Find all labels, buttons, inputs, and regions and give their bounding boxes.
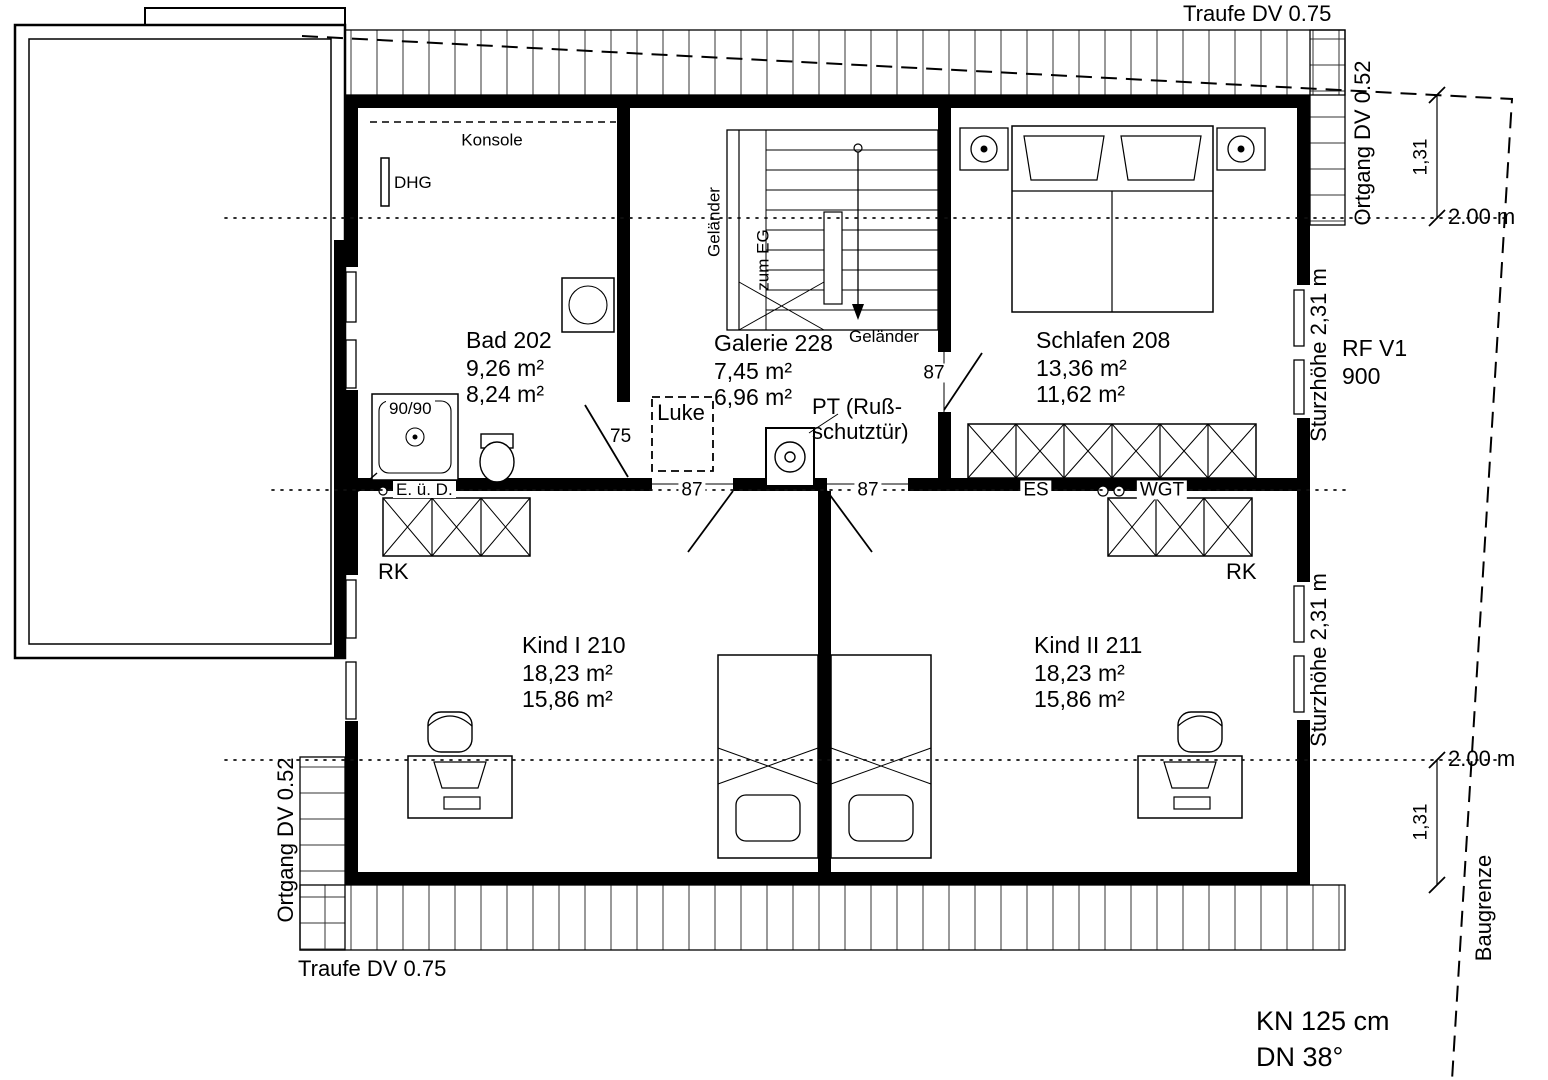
single-beds (717, 654, 932, 859)
room-area-kind1-2: 15,86 m² (522, 686, 613, 712)
room-name-bad: Bad 202 (466, 327, 552, 353)
label-rf-900: 900 (1342, 363, 1381, 389)
room-area-bad-1: 9,26 m² (466, 355, 544, 381)
label-traufe-top: Traufe DV 0.75 (1183, 1, 1332, 26)
room-name-kind1: Kind I 210 (522, 632, 626, 658)
desk-kind1 (407, 711, 513, 819)
label-dim-75: 75 (610, 426, 632, 447)
label-dim-131-top: 1,31 (1410, 138, 1432, 176)
label-dim-87-kind2: 87 (854, 480, 882, 500)
dimension-lines (1428, 86, 1446, 894)
room-area-galerie-1: 7,45 m² (714, 358, 792, 384)
label-gelaender-side: Geländer (704, 187, 724, 257)
luke-hatch (651, 396, 714, 472)
label-rk-right: RK (1226, 559, 1257, 584)
label-kn: KN 125 cm (1256, 1006, 1390, 1036)
label-pt-line2: schutztür) (812, 419, 909, 444)
label-dim-87-kind1: 87 (678, 480, 706, 500)
room-area-schlafen-1: 13,36 m² (1036, 355, 1127, 381)
label-traufe-bottom: Traufe DV 0.75 (298, 956, 447, 981)
room-name-schlafen: Schlafen 208 (1036, 327, 1171, 353)
walls (345, 95, 1310, 885)
label-dim-87-schlafen: 87 (920, 363, 948, 383)
label-dim-131-bottom: 1,31 (1410, 803, 1432, 841)
double-bed (959, 125, 1266, 313)
label-dn: DN 38° (1256, 1042, 1344, 1072)
label-baugrenze: Baugrenze (1471, 854, 1496, 962)
label-2m-bottom: 2.00 m (1448, 746, 1516, 771)
label-pt-line1: PT (Ruß- (812, 394, 903, 419)
label-ortgang-right: Ortgang DV 0.52 (1350, 60, 1375, 226)
garage-outline (13, 7, 347, 660)
label-dhg: DHG (394, 173, 432, 192)
label-2m-top: 2.00 m (1448, 204, 1516, 229)
label-gelaender-bottom: Geländer (849, 327, 919, 346)
label-konsole: Konsole (458, 131, 526, 149)
label-es: ES (1020, 480, 1052, 500)
room-name-kind2: Kind II 211 (1034, 632, 1143, 658)
room-area-kind2-1: 18,23 m² (1034, 660, 1125, 686)
windows (345, 271, 1305, 720)
label-eud: E. ü. D. (393, 481, 456, 498)
room-name-galerie: Galerie 228 (714, 330, 833, 356)
label-rf-v1: RF V1 (1342, 335, 1408, 361)
stairs (726, 129, 939, 331)
room-area-kind2-2: 15,86 m² (1034, 686, 1125, 712)
label-rk-left: RK (378, 559, 409, 584)
desk-kind2 (1137, 711, 1243, 819)
wardrobes (382, 423, 1257, 557)
label-zum-eg: zum EG (753, 229, 773, 291)
room-area-kind1-1: 18,23 m² (522, 660, 613, 686)
dhg-heater (380, 157, 390, 207)
label-sturzhoehe-top: Sturzhöhe 2,31 m (1306, 268, 1331, 442)
baugrenze-line (301, 35, 1514, 1080)
label-ortgang-left: Ortgang DV 0.52 (273, 757, 298, 923)
chimney-pt (765, 413, 839, 487)
label-luke: Luke (654, 402, 708, 424)
label-sturzhoehe-bottom: Sturzhöhe 2,31 m (1306, 573, 1331, 747)
room-area-galerie-2: 6,96 m² (714, 384, 792, 410)
label-shower-9090: 90/90 (386, 400, 435, 417)
room-area-schlafen-2: 11,62 m² (1036, 381, 1126, 407)
room-area-bad-2: 8,24 m² (466, 381, 544, 407)
label-wgt: WGT (1136, 480, 1188, 500)
